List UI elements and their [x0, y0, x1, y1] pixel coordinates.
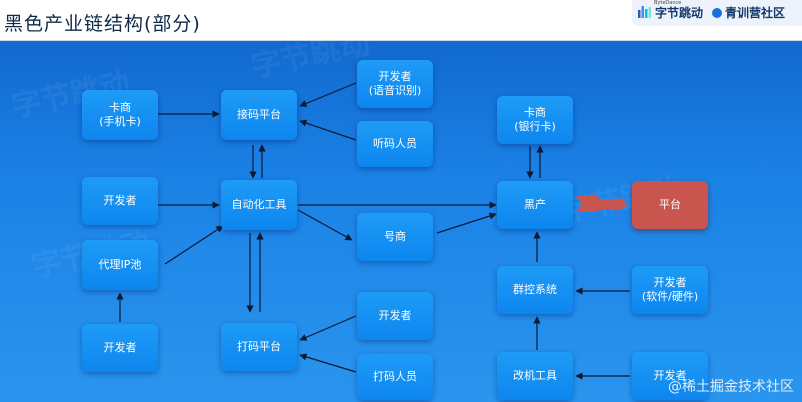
node-label: 开发者	[653, 369, 687, 382]
node-code-typist: 打码人员	[357, 354, 433, 400]
camp-logo-icon	[712, 8, 722, 18]
camp-logo: 青训营社区	[712, 4, 785, 21]
node-label: 开发者	[378, 309, 412, 322]
node-label: 代理IP池	[98, 258, 142, 271]
node-developer-print: 开发者	[357, 292, 433, 340]
node-card-bank: 卡商 (银行卡)	[497, 96, 573, 144]
node-label: 开发者	[378, 70, 412, 83]
node-label: 听码人员	[373, 137, 417, 150]
node-label: 改机工具	[513, 369, 557, 382]
site-watermark: @稀土掘金技术社区	[668, 379, 794, 395]
edge-devprint-to-print	[299, 315, 357, 341]
node-developer-hw: 开发者 (软件/硬件)	[632, 266, 708, 314]
node-platform: 平台	[632, 181, 708, 229]
node-label: 自动化工具	[231, 198, 287, 211]
node-developer-left: 开发者	[82, 177, 158, 225]
edge-listener-to-receive	[299, 119, 357, 141]
edge-typist-to-print	[299, 353, 357, 373]
node-device-modify: 改机工具	[497, 352, 573, 400]
node-label: 打码平台	[237, 340, 281, 353]
edge-proxy-to-auto	[164, 225, 224, 265]
node-developer-bottom-left: 开发者	[82, 324, 158, 372]
node-label: 号商	[384, 230, 406, 243]
node-sublabel: (软件/硬件)	[641, 290, 699, 303]
node-label: 打码人员	[373, 370, 417, 383]
node-label: 黑产	[524, 198, 546, 211]
red-arrow-icon	[576, 190, 628, 218]
node-label: 群控系统	[513, 283, 557, 296]
node-number-dealer: 号商	[357, 213, 433, 261]
node-sublabel: (手机卡)	[99, 115, 141, 128]
node-label: 卡商	[524, 106, 546, 119]
node-proxy-ip: 代理IP池	[82, 240, 158, 290]
edge-voice-to-receive	[299, 82, 357, 107]
node-automation: 自动化工具	[221, 180, 297, 230]
node-code-listener: 听码人员	[357, 121, 433, 167]
edge-number-to-black	[436, 212, 497, 234]
page-title: 黑色产业链结构(部分)	[4, 13, 201, 35]
node-label: 开发者	[103, 341, 137, 354]
camp-label: 青训营社区	[725, 6, 786, 20]
bytedance-logo-icon	[638, 6, 651, 18]
node-label: 接码平台	[237, 108, 281, 121]
node-label: 开发者	[653, 276, 687, 289]
node-black-market: 黑产	[497, 181, 573, 229]
node-group-control: 群控系统	[497, 266, 573, 314]
bytedance-label: 字节跳动	[655, 6, 704, 20]
node-developer-bottom-right: 开发者	[632, 352, 708, 400]
node-label: 平台	[659, 198, 681, 211]
node-sublabel: (语音识别)	[368, 84, 422, 97]
node-code-receive: 接码平台	[221, 90, 297, 140]
node-label: 卡商	[109, 101, 131, 114]
bytedance-en-label: ByteDance	[654, 0, 682, 6]
node-developer-voice: 开发者 (语音识别)	[357, 60, 433, 108]
node-card-phone: 卡商 (手机卡)	[82, 90, 158, 140]
edge-auto-to-number	[297, 209, 353, 241]
node-label: 开发者	[103, 194, 137, 207]
node-sublabel: (银行卡)	[514, 120, 556, 133]
node-code-print: 打码平台	[221, 323, 297, 371]
